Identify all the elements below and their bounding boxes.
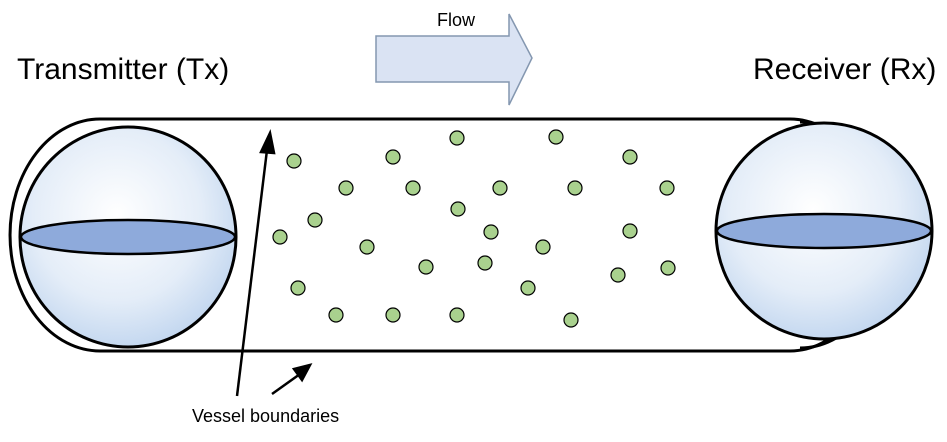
molecule bbox=[567, 180, 583, 196]
molecule bbox=[563, 312, 579, 328]
boundary-arrow-top bbox=[235, 149, 269, 397]
receiver-label: Receiver (Rx) bbox=[753, 53, 936, 86]
molecule bbox=[622, 223, 638, 239]
transmitter-disc bbox=[19, 218, 237, 256]
molecule bbox=[622, 149, 638, 165]
boundary-arrow-bottom bbox=[271, 372, 301, 396]
molecule bbox=[272, 229, 288, 245]
molecule bbox=[548, 129, 564, 145]
molecule bbox=[477, 255, 493, 271]
molecule bbox=[385, 307, 401, 323]
molecules bbox=[272, 129, 676, 328]
transmitter-sphere bbox=[18, 125, 238, 349]
molecule bbox=[405, 180, 421, 196]
boundary-arrowhead-bottom bbox=[291, 363, 313, 383]
transmitter-label: Transmitter (Tx) bbox=[17, 53, 229, 86]
molecule bbox=[483, 224, 499, 240]
boundary-arrowhead-top bbox=[259, 129, 276, 155]
molecule bbox=[492, 180, 508, 196]
molecule bbox=[449, 307, 465, 323]
flow-arrow bbox=[375, 13, 533, 106]
molecule bbox=[286, 153, 302, 169]
molecule bbox=[418, 259, 434, 275]
molecule bbox=[520, 280, 536, 296]
molecule bbox=[328, 307, 344, 323]
molecule bbox=[449, 130, 465, 146]
molecule bbox=[385, 149, 401, 165]
receiver-sphere bbox=[714, 121, 934, 341]
molecule bbox=[290, 280, 306, 296]
molecule bbox=[450, 201, 466, 217]
molecule bbox=[535, 239, 551, 255]
receiver-disc bbox=[715, 212, 933, 250]
molecule bbox=[338, 180, 354, 196]
molecule bbox=[659, 180, 675, 196]
molecule bbox=[359, 239, 375, 255]
molecule bbox=[660, 260, 676, 276]
vessel-boundary-arrows bbox=[235, 129, 313, 397]
vessel-boundaries-label: Vessel boundaries bbox=[192, 406, 339, 426]
molecule bbox=[307, 212, 323, 228]
flow-label: Flow bbox=[437, 10, 476, 30]
molecule bbox=[610, 267, 626, 283]
